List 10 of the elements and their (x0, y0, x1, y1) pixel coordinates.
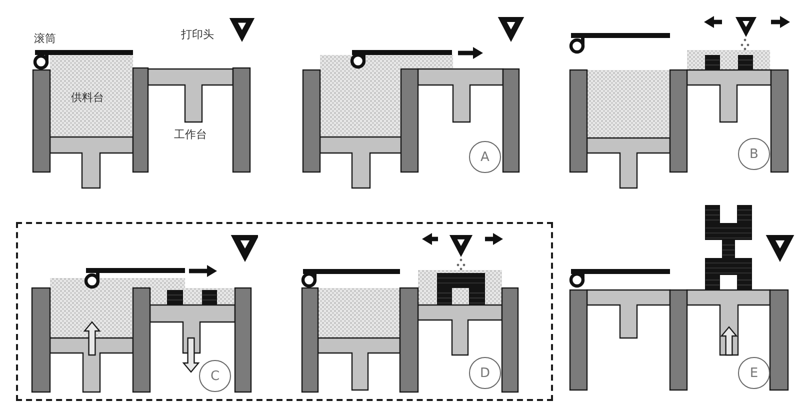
part-label: 工作台 (174, 129, 207, 140)
step-marker: B (738, 138, 770, 170)
step-marker: D (469, 357, 501, 389)
dashed-frame (16, 222, 553, 401)
step-marker: A (469, 141, 501, 173)
part-label: 供料台 (71, 92, 104, 103)
step-marker: E (738, 357, 770, 389)
step-marker: C (199, 360, 231, 392)
part-label: 打印头 (181, 29, 214, 40)
part-label: 滚筒 (34, 33, 56, 44)
